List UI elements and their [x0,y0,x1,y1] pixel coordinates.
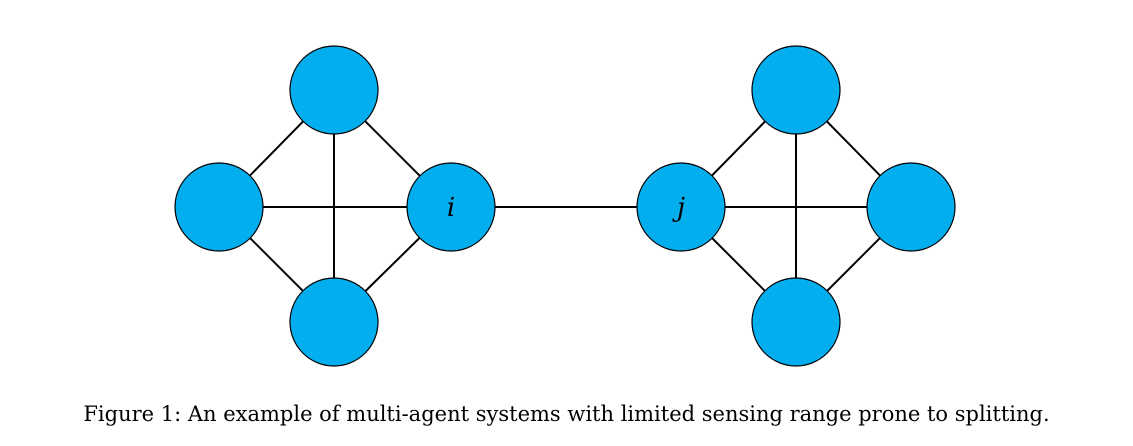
node-circle [866,162,956,252]
node-circle [174,162,264,252]
node-circle [636,162,726,252]
node-i: i [406,162,496,252]
node-R-top [751,45,841,135]
node-L-left [174,162,264,252]
node-L-top [289,45,379,135]
node-j: j [636,162,726,252]
node-R-right [866,162,956,252]
figure-caption: Figure 1: An example of multi-agent syst… [83,402,1050,426]
node-circle [289,277,379,367]
node-circle [406,162,496,252]
node-label: i [447,193,455,223]
node-R-bottom [751,277,841,367]
node-circle [289,45,379,135]
node-L-bottom [289,277,379,367]
node-circle [751,277,841,367]
node-circle [751,45,841,135]
